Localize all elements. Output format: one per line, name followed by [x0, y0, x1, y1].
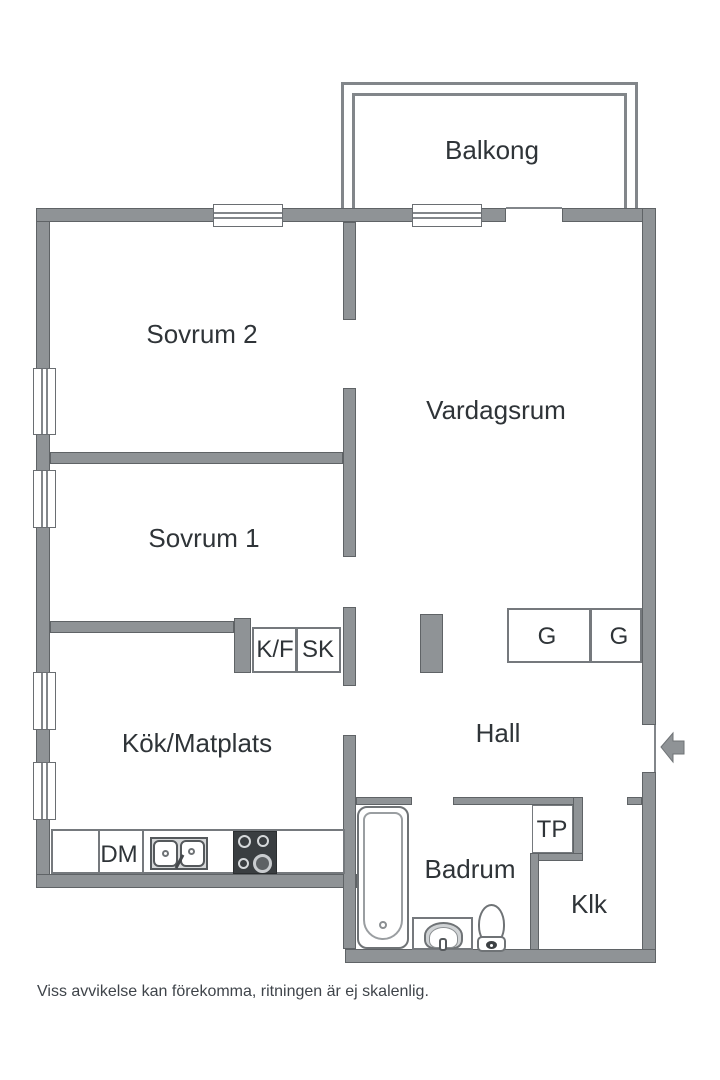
room-label-livingroom: Vardagsrum	[426, 395, 566, 425]
window-kitchen-left-upper	[33, 672, 56, 730]
hall-pillar	[420, 614, 443, 673]
tp-right-wall	[573, 797, 583, 861]
fixture-label-wardrobe-left: G	[537, 623, 557, 650]
kitchen-sink-drain-left	[162, 850, 169, 857]
bathroom-closet-divider-wall	[530, 853, 539, 950]
fixture-label-fridge-freezer: K/F	[256, 636, 294, 663]
hall-closet-wall-stub	[627, 797, 642, 805]
stove-burner-bottom-right	[253, 854, 272, 873]
window-bedroom2-top	[213, 204, 283, 227]
counter-divider-2	[142, 830, 144, 873]
hall-bathroom-wall-mid	[453, 797, 583, 805]
divider-wall-bedrooms	[50, 452, 343, 464]
entrance-door-threshold	[654, 725, 656, 772]
room-label-walk-in-closet: Klk	[570, 889, 608, 919]
counter-divider-1	[98, 830, 100, 873]
bathtub-drain	[379, 921, 387, 929]
utility-cabinet-box	[532, 805, 573, 853]
entrance-arrow-icon	[660, 731, 685, 764]
stove-burner-bottom-left	[238, 858, 249, 869]
room-label-bedroom2: Sovrum 2	[146, 319, 258, 349]
fixture-label-dishwasher: DM	[100, 841, 138, 868]
fixture-label-wardrobe-right: G	[609, 623, 629, 650]
divider-wall-bedroom1-living	[343, 388, 356, 557]
outer-wall-right-lower	[642, 772, 656, 963]
fixture-label-utility-cabinet: TP	[536, 816, 568, 843]
balcony-outline-inner	[352, 93, 627, 208]
kitchen-sink-drain-right	[188, 848, 195, 855]
wardrobe-box-left	[507, 608, 591, 663]
window-livingroom-top	[412, 204, 482, 227]
hall-bathroom-wall-left	[356, 797, 412, 805]
room-label-bathroom: Badrum	[424, 854, 516, 884]
fridge-freezer-box	[252, 627, 297, 673]
balcony-door-threshold	[506, 207, 562, 209]
toilet-flush-dot	[490, 944, 493, 947]
wardrobe-box-right	[590, 608, 642, 663]
bathtub-inner	[363, 812, 403, 940]
room-label-balcony: Balkong	[445, 135, 539, 165]
room-label-kitchen: Kök/Matplats	[121, 728, 273, 758]
outer-wall-right-upper	[642, 208, 656, 725]
room-label-hall: Hall	[475, 718, 521, 748]
window-bedroom2-left	[33, 368, 56, 435]
kitchen-bottom-wall	[36, 874, 357, 888]
window-kitchen-left-lower	[33, 762, 56, 820]
divider-wall-kitchen-hall	[343, 607, 356, 686]
window-bedroom1-left	[33, 470, 56, 528]
disclaimer-text: Viss avvikelse kan förekomma, ritningen …	[37, 983, 429, 1000]
stove-burner-top-right	[257, 835, 269, 847]
balcony-outline-outer	[341, 82, 638, 208]
divider-wall-bedroom1-kitchen	[50, 621, 234, 633]
tall-cabinet-box	[296, 627, 341, 673]
room-label-bedroom1: Sovrum 1	[148, 523, 260, 553]
stove-burner-top-left	[238, 835, 251, 848]
kitchen-wall-stub	[234, 618, 251, 673]
divider-wall-bedroom2-living	[343, 222, 356, 320]
bathroom-faucet-icon	[439, 938, 447, 951]
fixture-label-cabinet: SK	[301, 636, 335, 663]
